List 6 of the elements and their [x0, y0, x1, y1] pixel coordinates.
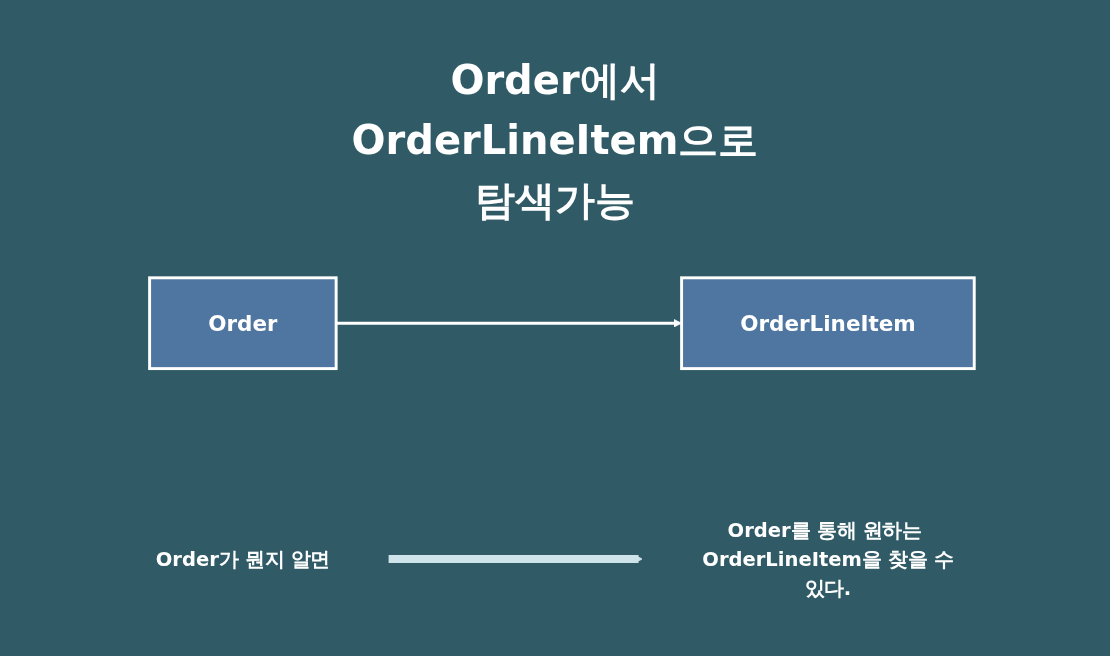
node-box: Order	[147, 276, 338, 371]
arrow	[335, 318, 682, 328]
title: Order에서 OrderLineItem으로 탐색가능	[350, 56, 760, 225]
node-text: Order가 뭔지 알면	[155, 547, 330, 571]
node-box: OrderLineItem	[679, 276, 976, 371]
node-text: Order를 통해 원하는 OrderLineItem을 찾을 수있다.	[702, 517, 954, 600]
